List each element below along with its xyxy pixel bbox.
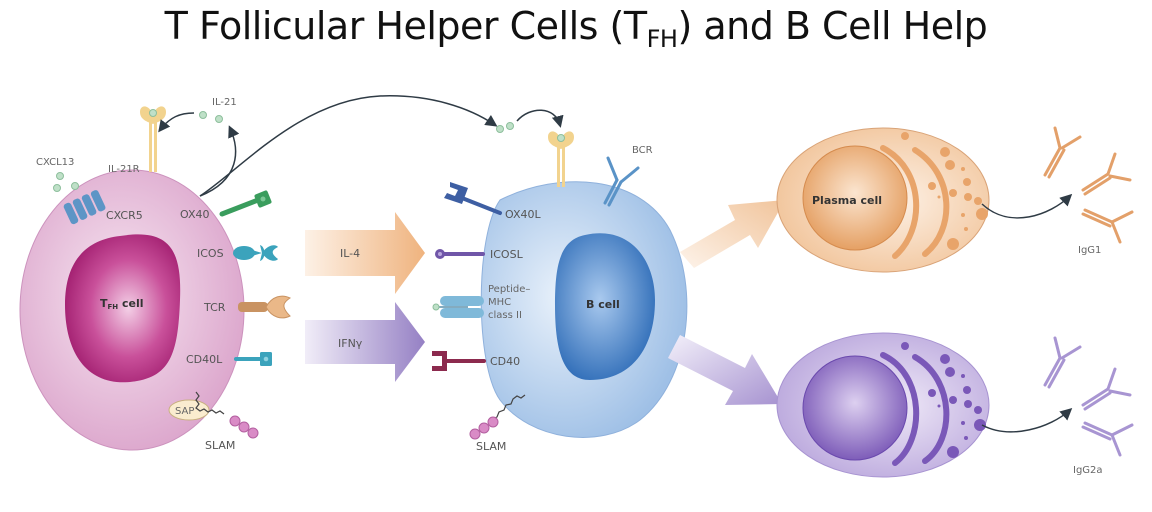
title-text-rest: ) and B Cell Help [677, 4, 988, 48]
icos-label: ICOS [197, 247, 224, 260]
il21-autocrine-arrow [158, 112, 195, 133]
slam-receptor-icon [195, 391, 259, 439]
tfh-slam-label: SLAM [205, 439, 235, 452]
differentiation-arrow-igg2a [668, 335, 782, 405]
icosl-label: ICOSL [490, 248, 524, 261]
pmhc-label-line1: Peptide– [488, 284, 530, 295]
igg2a-label: IgG2a [1073, 465, 1103, 476]
il21-receptor-icon [140, 106, 166, 172]
cxcr5-receptor-icon [63, 190, 106, 225]
il21-dot [199, 111, 207, 119]
sap-protein: SAP [168, 399, 210, 421]
bcr-label: BCR [632, 145, 653, 156]
ox40-receptor-icon [219, 190, 272, 217]
igg1-label: IgG1 [1078, 245, 1101, 256]
il21-label: IL-21 [212, 97, 237, 108]
b-cell-label: B cell [586, 298, 620, 311]
b-cell-nucleus [555, 233, 655, 380]
ox40l-ligand-icon [444, 182, 502, 215]
il4-signal-arrow: IL-4 [305, 212, 425, 294]
ox40l-label: OX40L [505, 208, 541, 221]
antibody-secretion-arrow-igg1 [981, 193, 1073, 219]
plasma-cell-label: Plasma cell [812, 194, 882, 207]
ox40-label: OX40 [180, 208, 210, 221]
igg2a-antibody-icon [1043, 336, 1134, 457]
cd40-receptor-icon [432, 351, 486, 371]
cxcl13-chemokine: CXCL13 [36, 157, 79, 192]
cxcr5-label: CXCR5 [106, 209, 143, 222]
icosl-ligand-icon [435, 249, 485, 259]
pmhc-label-line2: MHC [488, 297, 511, 308]
cxcl13-dot [56, 172, 64, 180]
tfh-cell-nucleus [65, 234, 181, 383]
il21-secretion-arrow [199, 125, 240, 197]
icos-receptor-icon [233, 245, 278, 261]
title-subscript: FH [646, 25, 678, 53]
pmhc-label-line3: class II [488, 310, 522, 321]
plasma-cell-igg1: Plasma cell [776, 127, 990, 273]
il21r-label: IL-21R [108, 164, 140, 175]
il21-dot [506, 122, 514, 130]
il21-dot [215, 115, 223, 123]
differentiation-arrow-igg1 [680, 200, 785, 268]
b-cell: B cell [480, 181, 688, 438]
cxcl13-label: CXCL13 [36, 157, 74, 168]
il21-binding-arrow [516, 109, 564, 128]
peptide-mhc-class-ii-icon [432, 296, 484, 318]
cd40l-ligand-icon [234, 352, 272, 366]
tcr-label: TCR [203, 301, 226, 314]
b-slam-label: SLAM [476, 440, 506, 453]
antibody-secretion-arrow-igg2a [981, 407, 1073, 433]
il21-paracrine-arrow [199, 95, 498, 197]
il21-dot [496, 125, 504, 133]
bcr-receptor-icon [603, 156, 640, 207]
cxcl13-dot [53, 184, 61, 192]
cxcl13-dot [71, 182, 79, 190]
ifng-signal-arrow: IFNγ [305, 302, 425, 382]
plasma-cell-igg2a [776, 332, 990, 478]
slide-title: T Follicular Helper Cells (TFH) and B Ce… [0, 4, 1152, 53]
cd40-label: CD40 [490, 355, 520, 368]
ifng-label: IFNγ [338, 337, 363, 350]
igg1-antibody-icon [1043, 126, 1134, 244]
b-il21-receptor-icon [548, 131, 574, 187]
tfh-cell-label: TFH cell [100, 297, 144, 311]
title-text: T Follicular Helper Cells (T [164, 4, 647, 48]
plasma-cell-nucleus [802, 145, 908, 251]
plasma-cell-nucleus [802, 355, 908, 461]
sap-label: SAP [175, 406, 194, 417]
b-slam-receptor-icon [469, 394, 526, 440]
cd40l-label: CD40L [186, 353, 223, 366]
tcr-receptor-icon [238, 295, 291, 319]
il4-label: IL-4 [340, 247, 360, 260]
